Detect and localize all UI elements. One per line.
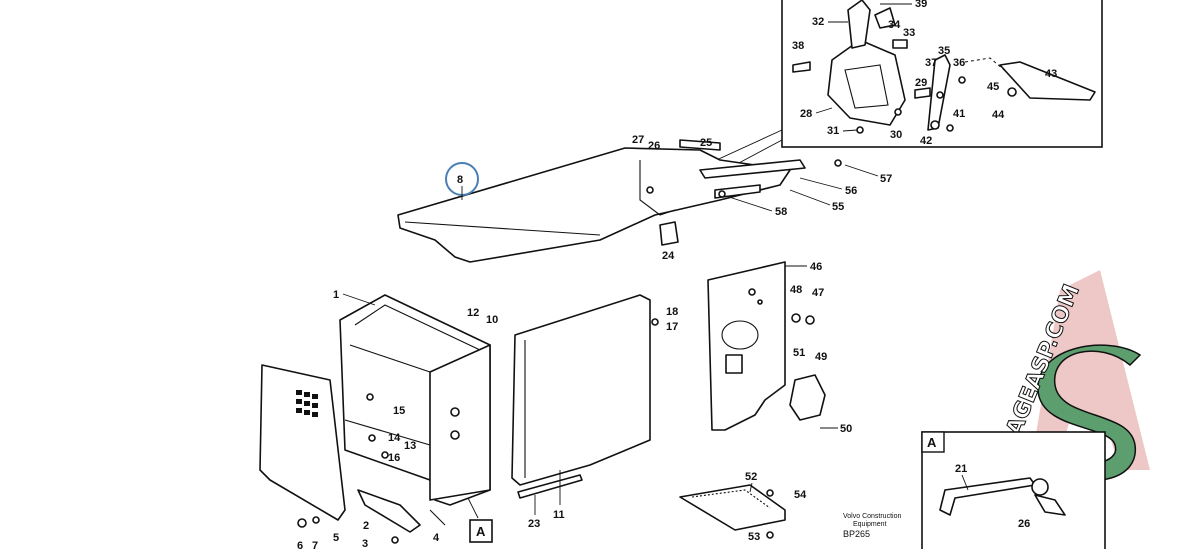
callout-11: 11	[553, 509, 565, 521]
callout-58: 58	[775, 206, 787, 218]
top-cover-assembly: 8 27 26 25 57 56 55 58 24	[397, 134, 892, 263]
publisher-code: BP265	[843, 529, 870, 539]
callout-17: 17	[666, 321, 678, 333]
callout-29: 29	[915, 77, 927, 89]
callout-14: 14	[388, 432, 401, 444]
publisher-line1: Volvo Construction	[843, 513, 901, 520]
callout-44: 44	[992, 109, 1005, 121]
callout-34: 34	[888, 19, 901, 31]
publisher-note: Volvo Construction Equipment BP265	[843, 513, 901, 539]
callout-31: 31	[827, 125, 839, 137]
callout-8: 8	[457, 174, 463, 186]
door-panel: 18 17 11 23	[511, 294, 678, 530]
callout-48: 48	[790, 284, 802, 296]
frame-assembly: A 1 12 10 10 9 15 14 13 16 2 3 4 5 6 7	[259, 289, 527, 549]
callout-1: 1	[333, 289, 339, 301]
callout-30: 30	[890, 129, 902, 141]
detail-inset-a: A 21 26	[921, 431, 1106, 549]
callout-37: 37	[925, 57, 937, 69]
callout-54: 54	[794, 489, 807, 501]
vent-grille	[296, 390, 318, 417]
callout-33: 33	[903, 27, 915, 39]
callout-24: 24	[662, 250, 675, 262]
callout-50: 50	[840, 423, 852, 435]
callout-5: 5	[333, 532, 339, 544]
callout-52: 52	[745, 471, 757, 483]
callout-16: 16	[388, 452, 400, 464]
bracket-plate: 46 48 47 51 49 50	[707, 261, 852, 435]
callout-6: 6	[297, 540, 303, 549]
callout-57: 57	[880, 173, 892, 185]
callout-56: 56	[845, 185, 857, 197]
callout-28: 28	[800, 108, 812, 120]
callout-23: 23	[528, 518, 540, 530]
callout-18: 18	[666, 306, 678, 318]
callout-38: 38	[792, 40, 804, 52]
view-marker-main: A	[476, 524, 486, 539]
callout-12: 12	[467, 307, 479, 319]
callout-35: 35	[938, 45, 950, 57]
callout-21: 21	[955, 463, 967, 475]
callout-45: 45	[987, 81, 999, 93]
callout-3: 3	[362, 538, 368, 549]
callout-39: 39	[915, 0, 927, 10]
callout-36: 36	[953, 57, 965, 69]
callout-55: 55	[832, 201, 844, 213]
callout-53: 53	[748, 531, 760, 543]
callout-42: 42	[920, 135, 932, 147]
callout-47: 47	[812, 287, 824, 299]
publisher-line2: Equipment	[853, 521, 887, 528]
callout-41: 41	[953, 108, 965, 120]
callout-25: 25	[700, 137, 712, 149]
callout-46: 46	[810, 261, 822, 273]
callout-49: 49	[815, 351, 827, 363]
callout-26b: 26	[1018, 518, 1030, 530]
callout-26a: 26	[648, 140, 660, 152]
callout-32: 32	[812, 16, 824, 28]
callout-2: 2	[363, 520, 369, 532]
view-marker-detail: A	[927, 435, 937, 450]
callout-7: 7	[312, 540, 318, 549]
step-plate: 52 54 53	[679, 471, 807, 543]
callout-13: 13	[404, 440, 416, 452]
callout-15: 15	[393, 405, 405, 417]
callout-43: 43	[1045, 68, 1057, 80]
detail-inset-top: 39 32 34 33 38 35 37 36 29 45 43 36 28 4…	[639, 0, 1103, 206]
callout-4: 4	[433, 532, 440, 544]
callout-10a: 10	[486, 314, 498, 326]
callout-27: 27	[632, 134, 644, 146]
callout-51: 51	[793, 347, 805, 359]
